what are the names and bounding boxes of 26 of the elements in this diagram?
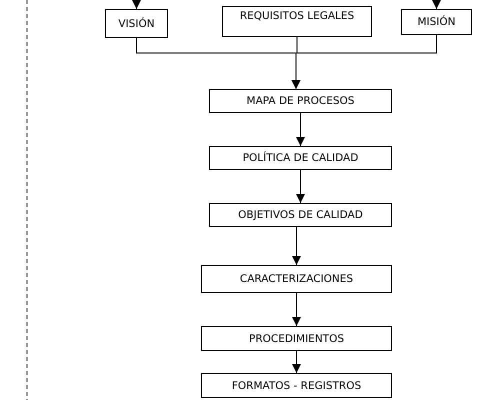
arrow — [296, 112, 305, 146]
box-label: OBJETIVOS DE CALIDAD — [238, 209, 363, 221]
arrow — [296, 170, 305, 204]
box-label: PROCEDIMIENTOS — [248, 332, 344, 344]
process-box — [209, 146, 392, 170]
process-box — [105, 9, 168, 38]
arrow — [292, 226, 301, 266]
process-box — [201, 265, 392, 293]
process-box — [209, 203, 392, 227]
arrow — [132, 0, 141, 10]
box-label: MISIÓN — [417, 16, 456, 28]
box-label: REQUISITOS LEGALES — [240, 10, 354, 22]
arrow — [292, 292, 301, 326]
arrow — [432, 0, 441, 10]
box-label: CARACTERIZACIONES — [240, 273, 354, 285]
process-box — [201, 326, 392, 351]
box-label: POLÍTICA DE CALIDAD — [242, 152, 358, 164]
arrow — [292, 350, 301, 374]
process-box — [201, 373, 392, 398]
arrow — [292, 34, 437, 90]
process-box — [209, 89, 392, 113]
box-label: FORMATOS - REGISTROS — [232, 380, 362, 392]
box-label: VISIÓN — [118, 18, 155, 30]
box-label: MAPA DE PROCESOS — [246, 95, 354, 107]
process-box — [222, 6, 372, 37]
process-box — [401, 9, 472, 35]
